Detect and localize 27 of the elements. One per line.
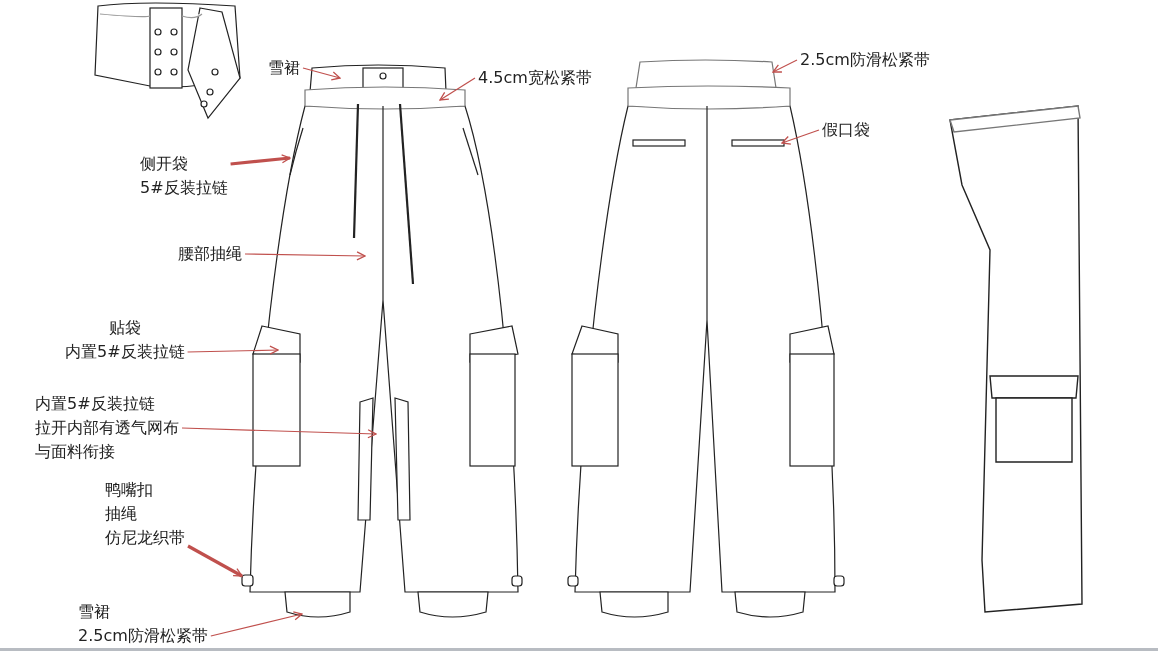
callout-label: 内置5#反装拉链 <box>35 393 156 415</box>
callout-label: 5#反装拉链 <box>140 177 228 199</box>
callout-label: 拉开内部有透气网布 <box>35 417 179 439</box>
callout-label: 贴袋 <box>107 317 142 339</box>
callout-label: 假口袋 <box>822 119 870 141</box>
leader-line <box>244 251 366 261</box>
callout-label: 4.5cm宽松紧带 <box>478 67 592 89</box>
cord-toggle-icon <box>241 574 254 587</box>
callout-label: 2.5cm防滑松紧带 <box>800 49 930 71</box>
callout-label: 鸭嘴扣 <box>105 479 154 501</box>
callout-label: 腰部抽绳 <box>178 243 242 265</box>
leader-line <box>230 154 291 166</box>
callout-label: 仿尼龙织带 <box>105 527 185 549</box>
leader-line <box>210 611 303 637</box>
leader-line <box>781 129 820 145</box>
callout-label: 雪裙 <box>268 57 300 79</box>
callout-label: 侧开袋 <box>140 153 189 175</box>
leader-line <box>439 77 476 101</box>
callout-label: 内置5#反装拉链 <box>65 341 185 363</box>
leader-line <box>181 427 377 439</box>
callout-label: 2.5cm防滑松紧带 <box>78 625 208 647</box>
callout-label: 与面料衔接 <box>35 441 116 463</box>
callout-label: 雪裙 <box>78 601 111 623</box>
callout-label: 抽绳 <box>105 503 138 525</box>
leader-line <box>772 59 798 73</box>
leader-line <box>187 544 243 578</box>
leader-line <box>187 345 279 355</box>
